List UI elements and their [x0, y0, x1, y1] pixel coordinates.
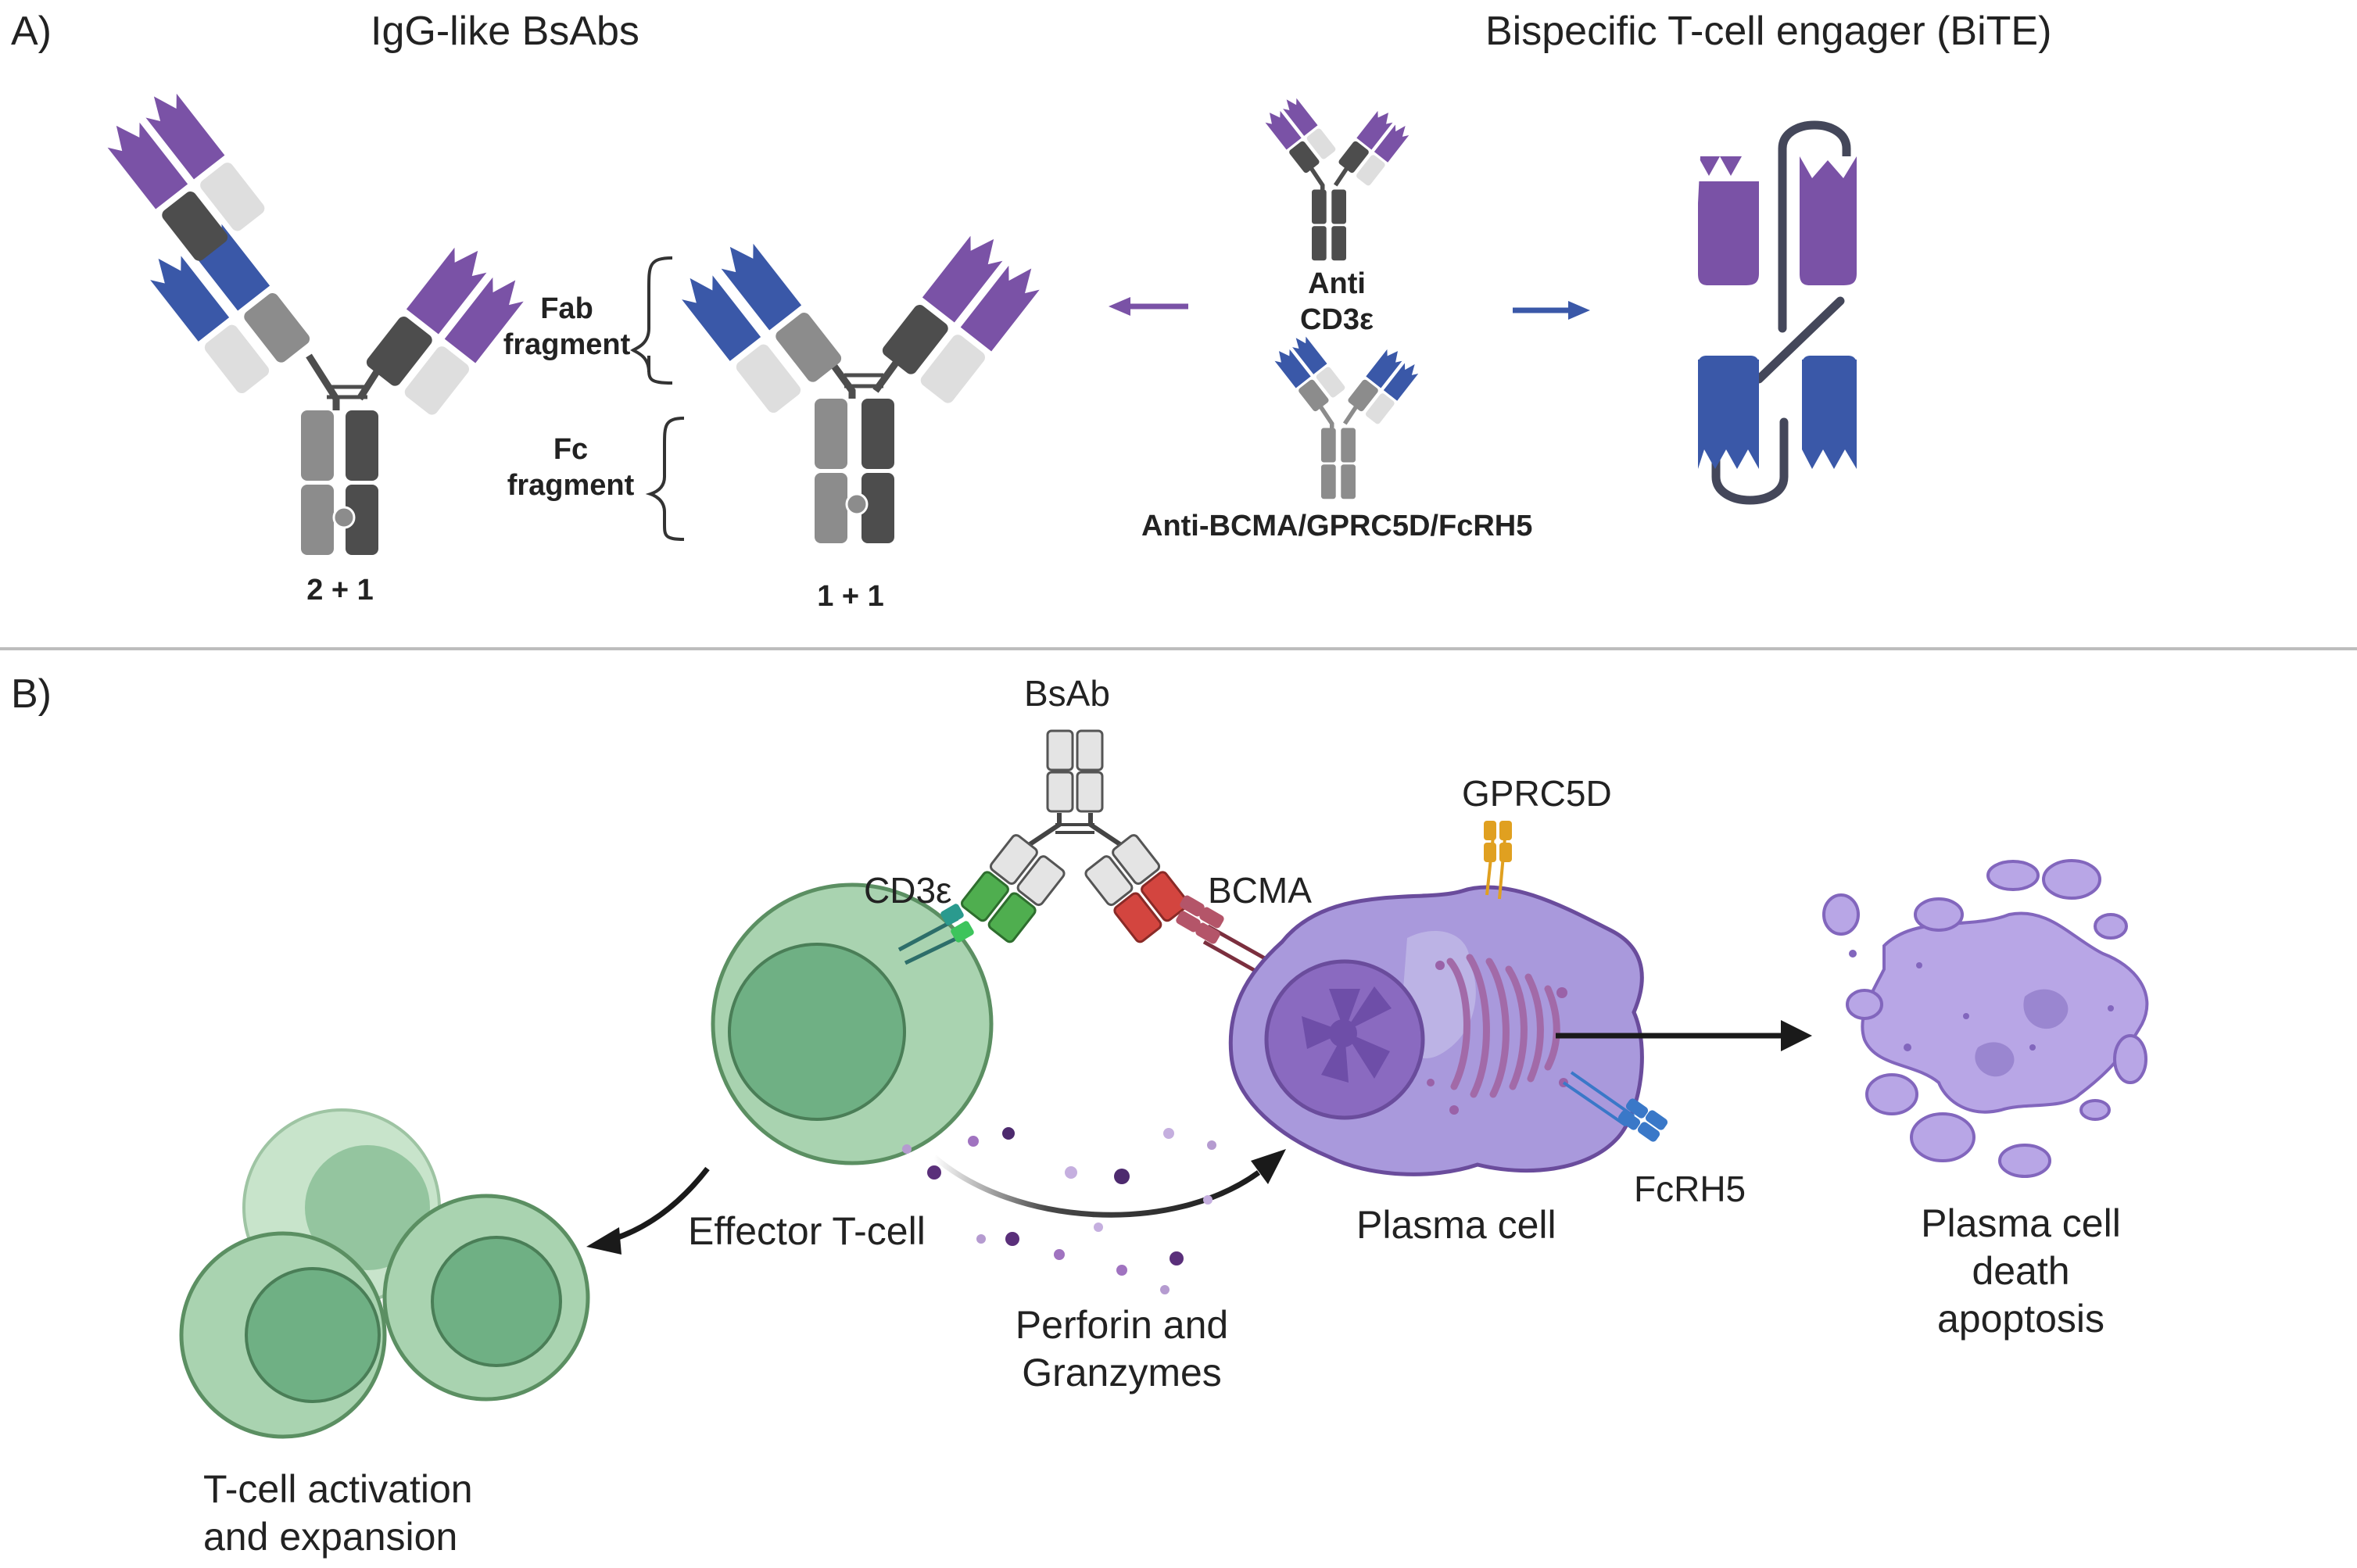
- bite-molecule: [1698, 120, 1857, 505]
- fcrh5-receptor: [1562, 1071, 1668, 1142]
- anti-target-antibody: [1274, 336, 1419, 499]
- cd3-label: CD3ε: [864, 870, 952, 911]
- anti-cd3-antibody: [1265, 98, 1410, 261]
- gprc5d-receptor: [1484, 821, 1512, 900]
- effector-label: Effector T-cell: [688, 1209, 926, 1253]
- gprc5d-label: GPRC5D: [1462, 773, 1612, 814]
- igg-title: IgG-like BsAbs: [371, 9, 639, 54]
- fcrh5-label: FcRH5: [1634, 1169, 1746, 1209]
- apoptotic-debris: [1849, 950, 2114, 1051]
- antibody-2plus1: [107, 93, 524, 555]
- effector-t-cell: [711, 882, 994, 1165]
- format-1plus1: 1 + 1: [817, 580, 884, 613]
- bsab-molecule: [960, 729, 1190, 943]
- antibody-1plus1: [682, 235, 1040, 543]
- arrow-expansion: [586, 1166, 710, 1255]
- bite-title: Bispecific T-cell engager (BiTE): [1485, 9, 2052, 54]
- fc-brace: [645, 417, 685, 541]
- panel-b-label: B): [11, 671, 52, 717]
- plasma-cell: [1228, 885, 1644, 1176]
- bsab-label: BsAb: [1024, 673, 1110, 714]
- perforin-granules: [902, 1127, 1216, 1294]
- panel-a-label: A): [11, 9, 52, 54]
- plasma-label: Plasma cell: [1356, 1203, 1556, 1247]
- arrow-perforin: [932, 1149, 1286, 1218]
- arrow-to-igg: [1109, 297, 1188, 316]
- arrow-to-bite: [1513, 301, 1590, 320]
- bcma-label: BCMA: [1208, 870, 1312, 911]
- arrow-to-apoptosis: [1556, 1020, 1812, 1051]
- anti-target-label: Anti-BCMA/GPRC5D/FcRH5: [1141, 510, 1533, 542]
- expanded-t-cells: [179, 1108, 590, 1439]
- fab-brace: [630, 256, 673, 385]
- format-2plus1: 2 + 1: [306, 574, 374, 607]
- cd3-receptor: [897, 904, 974, 965]
- apoptotic-cell: [1822, 859, 2149, 1178]
